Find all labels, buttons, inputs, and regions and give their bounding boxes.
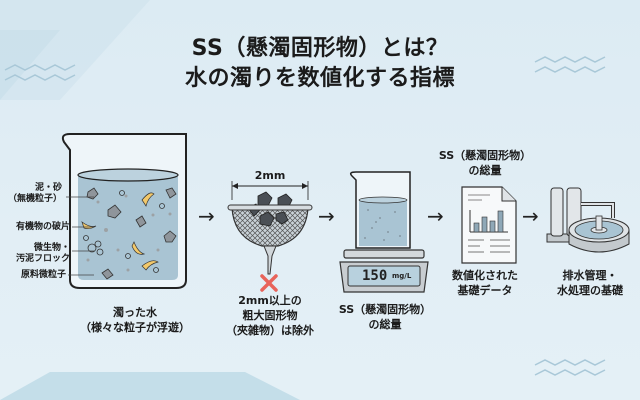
document-chart-icon	[461, 186, 517, 264]
arrow-right-icon: →	[198, 204, 215, 228]
step1-caption-line1: 濁った水	[113, 306, 157, 319]
sieve-funnel-icon	[227, 181, 313, 292]
step2-caption-line1: 2mm以上の	[238, 294, 302, 307]
water-treatment-plant-icon	[546, 187, 630, 253]
arrow-right-icon: →	[318, 204, 335, 228]
leader-lines	[66, 196, 94, 276]
scale-display-value: 150	[362, 268, 388, 284]
step2-caption-line3: （夾雑物）は除外	[226, 324, 314, 337]
page-title-line2: 水の濁りを数値化する指標	[184, 66, 455, 91]
arrow-right-icon: →	[427, 204, 444, 228]
particle-label-microbe-1: 微生物・	[33, 243, 70, 253]
step5-caption-line1: 排水管理・	[562, 269, 618, 282]
step3-caption-line2: の総量	[368, 318, 402, 331]
step4-top-line2: の総量	[468, 164, 502, 177]
sieve-dimension-label: 2mm	[254, 169, 286, 182]
particle-label-microbe-2: 汚泥フロック	[15, 254, 70, 264]
arrow-right-icon: →	[522, 204, 539, 228]
beaker-icon	[61, 133, 187, 289]
step4-caption-line1: 数値化された	[452, 269, 518, 282]
particle-label-raw-material: 原料微粒子	[20, 270, 66, 280]
scale-beaker-icon	[339, 171, 429, 293]
scale-display-unit: mg/L	[392, 272, 412, 280]
step1-caption-line2: （様々な粒子が浮遊）	[80, 321, 190, 334]
particle-label-organic: 有機物の破片	[15, 222, 70, 232]
particle-label-inorganic-1: 泥・砂	[34, 183, 62, 193]
step4-top-line1: SS（懸濁固形物）	[438, 149, 532, 162]
step4-caption-line2: 基礎データ	[457, 284, 513, 297]
step2-caption-line2: 粗大固形物	[242, 309, 298, 322]
step5-caption-line2: 水処理の基礎	[557, 284, 623, 297]
step3-caption-line1: SS（懸濁固形物）	[338, 303, 432, 316]
particle-label-inorganic-2: （無機粒子）	[7, 194, 62, 204]
page-title-line1: SS（懸濁固形物）とは？	[191, 36, 449, 61]
